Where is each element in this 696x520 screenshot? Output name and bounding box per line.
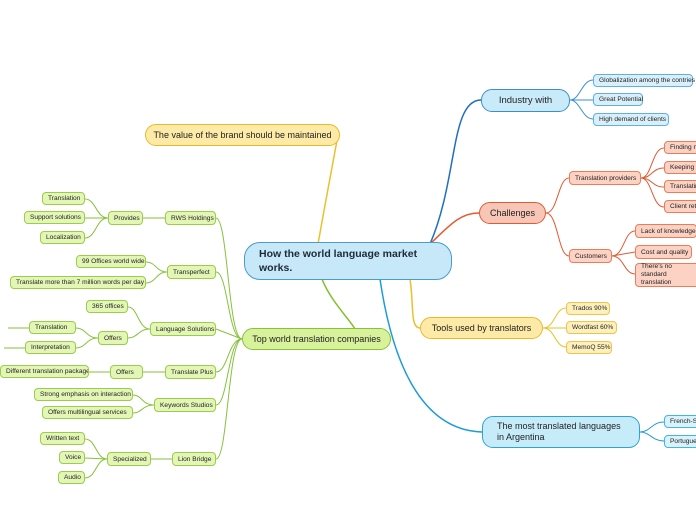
customer-item[interactable]: Lack of knowledge [635,224,696,238]
rws-item[interactable]: Localization [40,231,85,244]
keywords-studios-node[interactable]: Keywords Studios [154,398,216,412]
lion-bridge-item[interactable]: Voice [59,451,85,464]
transperfect-node[interactable]: Transperfect [167,265,216,279]
translate-plus-item[interactable]: Different translation packages [0,365,89,378]
lion-bridge-item[interactable]: Audio [58,471,85,484]
tool-item[interactable]: MemoQ 55% [566,341,612,354]
keywords-item[interactable]: Offers multilingual services [42,406,133,419]
tool-item[interactable]: Wordfast 60% [566,321,617,334]
lion-bridge-item[interactable]: Written text [40,432,85,445]
rws-item[interactable]: Support solutions [24,211,85,224]
customer-item[interactable]: Cost and quality [635,245,692,259]
companies-topic[interactable]: Top world translation companies [242,328,391,350]
tools-topic[interactable]: Tools used by translators [420,317,543,339]
provider-item[interactable]: Translatin [664,180,696,193]
industry-topic[interactable]: Industry with [481,89,570,112]
tool-item[interactable]: Trados 90% [566,302,610,315]
transperfect-item[interactable]: Translate more than 7 million words per … [10,276,146,289]
customer-item[interactable]: There's no standard translation [635,263,696,287]
translate-plus-node[interactable]: Translate Plus [165,365,216,379]
industry-item[interactable]: Great Potential [593,93,643,106]
brand-topic[interactable]: The value of the brand should be maintai… [145,124,340,146]
challenges-topic[interactable]: Challenges [479,202,546,224]
lion-bridge-specialized[interactable]: Specialized [107,452,151,466]
industry-item[interactable]: Globalization among the contries [593,74,695,87]
provider-item[interactable]: Finding ne [664,141,696,154]
language-solutions-item[interactable]: Translation [29,321,76,334]
provider-item[interactable]: Keeping c [664,161,696,174]
translation-providers-node[interactable]: Translation providers [569,171,641,185]
provider-item[interactable]: Client rete [664,200,696,213]
language-item[interactable]: French-Sp [664,415,696,428]
language-solutions-offers[interactable]: Offers [98,331,128,345]
keywords-item[interactable]: Strong emphasis on interaction [34,388,133,401]
customers-node[interactable]: Customers [569,249,612,263]
translate-plus-offers[interactable]: Offers [110,365,143,379]
transperfect-item[interactable]: 99 Offices world wide [76,255,146,268]
language-solutions-item[interactable]: Interpretation [25,341,76,354]
rws-item[interactable]: Translation [42,192,85,205]
rws-provides-node[interactable]: Provides [108,211,143,225]
language-item[interactable]: Portugues [664,435,696,448]
language-solutions-offices[interactable]: 365 offices [86,300,128,313]
languages-topic[interactable]: The most translated languages in Argenti… [482,416,640,448]
lion-bridge-node[interactable]: Lion Bridge [172,452,216,466]
rws-holdings-node[interactable]: RWS Holdings [165,211,216,225]
language-solutions-node[interactable]: Language Solutions [150,322,216,336]
industry-item[interactable]: High demand of clients [593,113,669,126]
central-topic[interactable]: How the world language market works. [244,242,452,280]
